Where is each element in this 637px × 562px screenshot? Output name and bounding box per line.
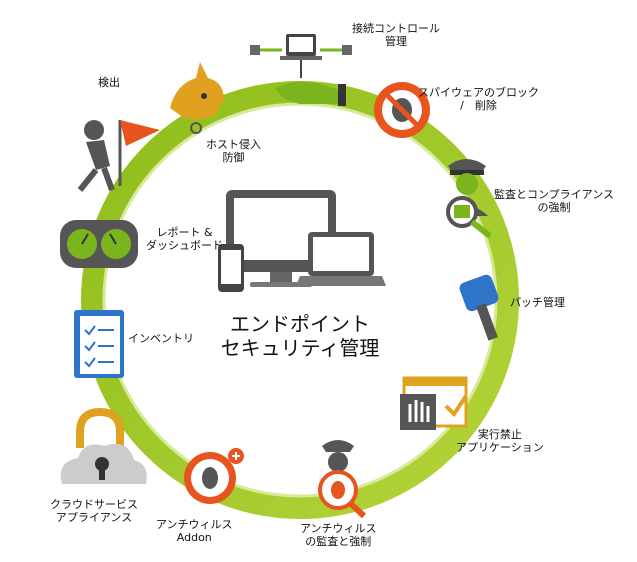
center-title-line-2: セキュリティ管理 xyxy=(220,336,380,360)
center-title-line-1: エンドポイント xyxy=(230,312,370,336)
dashboard-gauges-icon xyxy=(60,220,138,268)
patch-icon xyxy=(459,274,499,341)
antivirus-addon-icon xyxy=(184,448,244,504)
plug-hand-icon xyxy=(250,34,352,106)
label-inventory: インベントリ xyxy=(128,332,194,345)
inventory-clipboard-icon xyxy=(74,310,124,378)
cloud-lock-icon xyxy=(60,407,147,484)
label-cloud-appliance: クラウドサービス アプライアンス xyxy=(50,498,138,524)
spyware-block-icon xyxy=(374,82,430,138)
center-title: エンドポイント セキュリティ管理 xyxy=(190,312,410,360)
label-audit-compliance: 監査とコンプライアンス の強制 xyxy=(494,188,615,214)
guard-dog-icon xyxy=(170,62,224,134)
audit-officer-icon xyxy=(446,159,492,239)
label-app-block: 実行禁止 アプリケーション xyxy=(456,428,544,454)
cycle-ring xyxy=(81,81,519,519)
label-antivirus-audit: アンチウィルス の監査と強制 xyxy=(300,522,377,548)
label-patch: パッチ管理 xyxy=(510,296,565,309)
label-connection-control: 接続コントロール 管理 xyxy=(352,22,440,48)
label-detection: 検出 xyxy=(98,76,120,89)
detection-hiker-icon xyxy=(77,120,160,192)
endpoint-devices-icon xyxy=(218,190,386,292)
label-host-intrusion: ホスト侵入 防御 xyxy=(206,138,261,164)
antivirus-audit-icon xyxy=(318,440,367,519)
label-report-dashboard: レポート & ダッシュボード xyxy=(146,226,223,252)
label-antivirus-addon: アンチウィルス Addon xyxy=(156,518,233,544)
app-block-icon xyxy=(400,376,468,430)
label-spyware: スパイウェアのブロック / 削除 xyxy=(418,86,539,112)
cycle-ring-inner xyxy=(102,102,498,498)
